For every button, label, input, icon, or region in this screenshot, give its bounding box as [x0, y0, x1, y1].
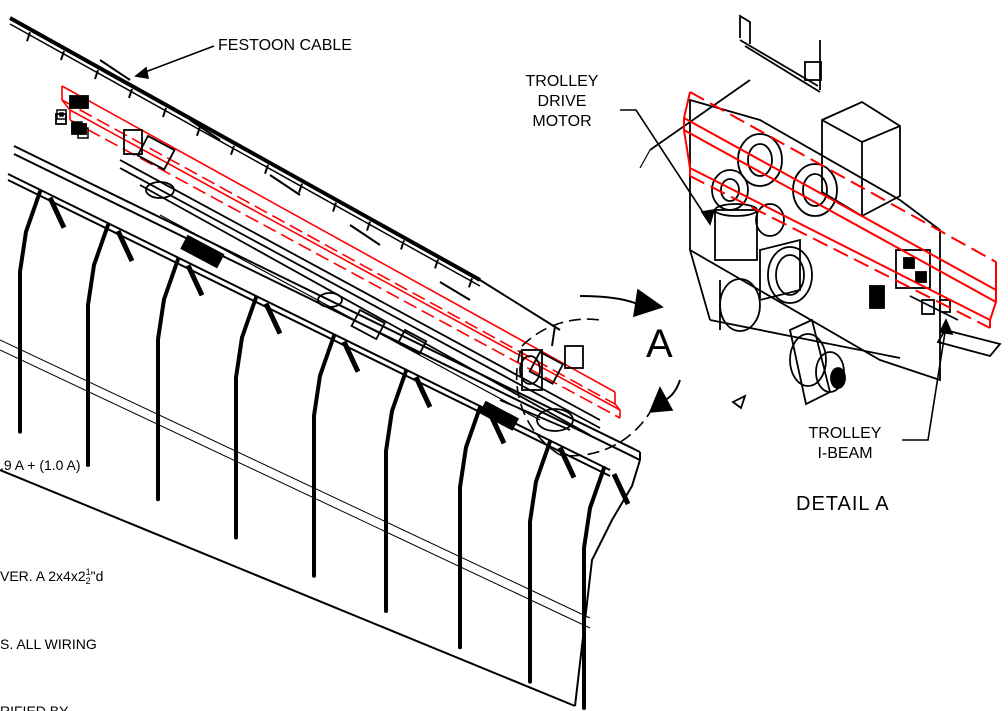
festoon-cable [9, 16, 561, 347]
panel-rib [458, 405, 482, 650]
label-trolley-drive-motor: TROLLEY DRIVE MOTOR [512, 72, 612, 132]
label-trolley-drive-motor-line2: DRIVE [537, 93, 587, 110]
panel-brace [47, 196, 67, 229]
note-line-2-tail: "d [90, 568, 104, 584]
panel-ribs [18, 189, 606, 711]
note-line-4: RIFIED BY [0, 703, 69, 711]
festoon-hanger [60, 50, 65, 61]
festoon-hanger [366, 221, 371, 231]
note-line-1: .9 A + (1.0 A) [0, 457, 81, 473]
panel-brace [115, 229, 135, 263]
festoon-hanger [332, 202, 337, 212]
festoon-hanger [400, 240, 405, 250]
label-trolley-drive-motor-line3: MOTOR [532, 113, 592, 130]
panel-brace [557, 446, 577, 479]
festoon-hanger [434, 259, 439, 269]
label-trolley-ibeam-line2: I-BEAM [817, 445, 873, 462]
panel-rib [528, 439, 552, 684]
panel-rib [156, 257, 180, 502]
festoon-hanger [162, 107, 167, 118]
note-line-3: S. ALL WIRING [0, 636, 97, 652]
panel-brace [611, 472, 631, 506]
panel-rib [234, 295, 258, 540]
festoon-hanger [196, 126, 201, 137]
festoon-hanger [468, 278, 473, 288]
panel-rib [384, 369, 408, 614]
detail-marker-a: A [646, 322, 673, 366]
panel-rib [18, 189, 42, 434]
label-trolley-ibeam: TROLLEY I-BEAM [790, 424, 900, 464]
note-fraction-top: 1 [85, 567, 91, 578]
left-fittings [56, 109, 89, 139]
panel-rib [582, 466, 606, 711]
panel-brace [341, 340, 361, 373]
panel-brace [185, 264, 205, 297]
panel-rib [86, 223, 110, 467]
note-fraction-bottom: 2 [85, 576, 91, 587]
detail-a-trolley [639, 14, 1002, 410]
panel-brace [263, 302, 283, 335]
festoon-hanger [26, 31, 31, 42]
label-festoon-cable: FESTOON CABLE [218, 37, 352, 54]
panel-brace [413, 375, 433, 409]
detail-a-title: DETAIL A [796, 493, 890, 515]
beam-hardware [55, 95, 601, 436]
festoon-leader [134, 45, 215, 79]
label-trolley-drive-motor-line1: TROLLEY [525, 73, 599, 90]
festoon-hanger [298, 183, 303, 193]
conveyor-frame [0, 145, 641, 707]
festoon-hanger [230, 145, 235, 156]
label-trolley-ibeam-line1: TROLLEY [808, 425, 882, 442]
trolley-rail-highlight [61, 85, 621, 419]
detail-leaders [620, 109, 954, 441]
festoon-hanger [264, 164, 269, 175]
panel-rib [312, 333, 336, 578]
detail-callout-circle [515, 288, 681, 457]
festoon-hanger [94, 69, 99, 80]
festoon-hanger [128, 88, 133, 99]
detail-ibeam-highlight [683, 91, 997, 329]
note-line-2-text: VER. A 2x4x2 [0, 568, 86, 584]
